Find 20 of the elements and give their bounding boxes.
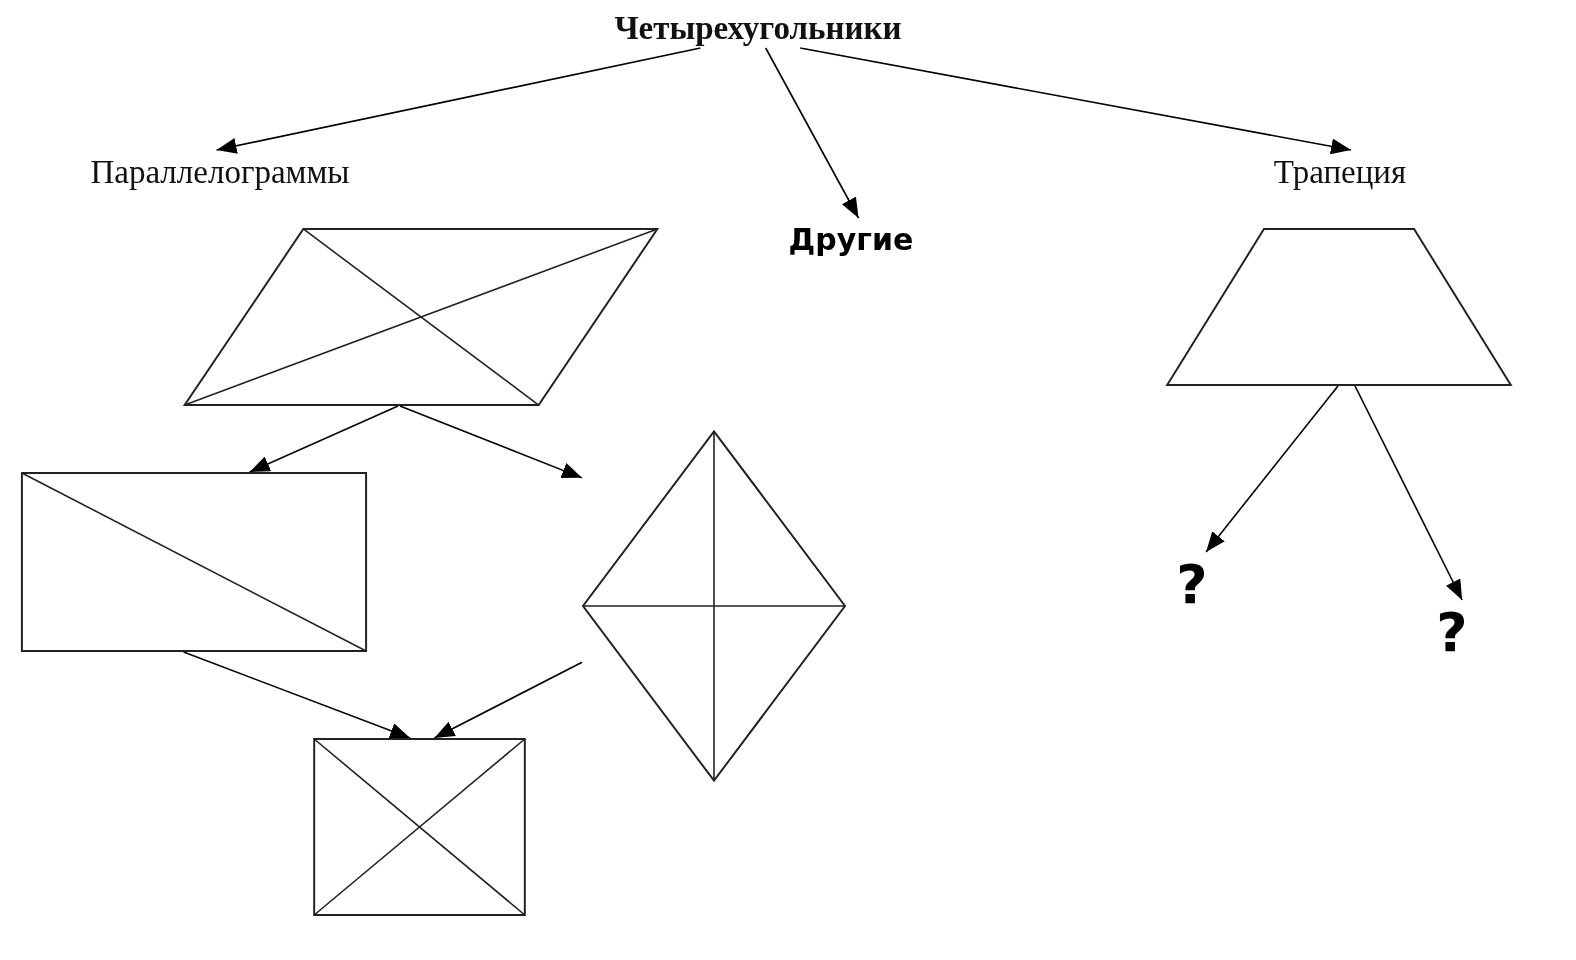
arrow	[764, 47, 860, 219]
square-drawing	[313, 738, 526, 916]
arrow	[248, 405, 399, 473]
parallelogram-drawing	[182, 228, 660, 406]
category-label: Другие	[776, 218, 926, 260]
arrow	[1205, 385, 1339, 553]
arrow	[799, 47, 1352, 155]
category-label: Параллелограммы	[48, 150, 392, 194]
rhombus-drawing	[582, 430, 846, 782]
question-mark: ?	[1170, 552, 1214, 616]
category-label: Трапеция	[1248, 150, 1432, 194]
arrow	[399, 405, 583, 479]
trapezoid-drawing	[1165, 228, 1513, 386]
arrow	[1354, 385, 1463, 601]
arrow	[215, 47, 702, 154]
arrow	[182, 651, 411, 739]
category-label: Четырехугольники	[566, 8, 950, 48]
arrow	[433, 661, 583, 739]
rectangle-drawing	[20, 472, 368, 652]
question-mark: ?	[1430, 600, 1474, 664]
